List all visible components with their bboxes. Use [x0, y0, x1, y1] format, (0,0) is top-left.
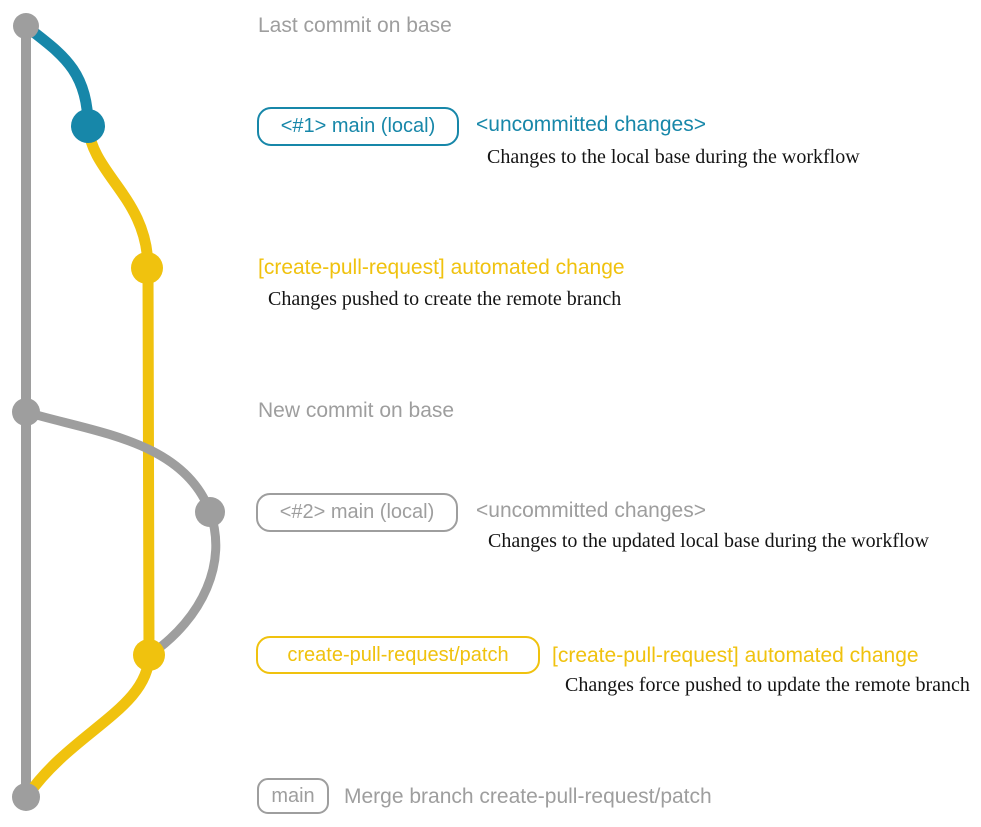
branch-tag-local-main-1: <#1> main (local)	[257, 107, 459, 146]
branch-tag-label: <#1> main (local)	[280, 115, 436, 137]
branch-tag-local-main-2: <#2> main (local)	[256, 493, 458, 532]
caption-updated-local-base-changes: Changes to the updated local base during…	[488, 530, 929, 552]
branch-tag-label: main	[271, 784, 315, 807]
commit-node-last-base	[13, 13, 39, 39]
commit-node-automated-1	[131, 252, 163, 284]
commit-node-new-base	[12, 398, 40, 426]
commit-message-automated-2: [create-pull-request] automated change	[552, 644, 919, 667]
caption-local-base-changes: Changes to the local base during the wor…	[487, 146, 860, 168]
uncommitted-changes-2: <uncommitted changes>	[476, 499, 706, 522]
branch-tag-main: main	[257, 778, 329, 814]
caption-force-pushed-update-branch: Changes force pushed to update the remot…	[565, 674, 970, 696]
branch-tag-label: <#2> main (local)	[279, 501, 435, 523]
new-commit-annotation: New commit on base	[258, 399, 455, 422]
commit-node-local-main-1	[71, 109, 105, 143]
local-main-2-curve	[21, 407, 215, 517]
commit-message-automated-1: [create-pull-request] automated change	[258, 256, 625, 279]
commit-node-automated-2	[133, 639, 165, 671]
create-pull-request-branch-line	[82, 120, 155, 661]
commit-node-local-main-2	[195, 497, 225, 527]
force-push-merge-curve	[146, 507, 221, 659]
commit-message-merge: Merge branch create-pull-request/patch	[344, 785, 712, 808]
uncommitted-changes-1: <uncommitted changes>	[476, 113, 706, 136]
last-commit-annotation: Last commit on base	[258, 14, 452, 37]
branch-tag-label: create-pull-request/patch	[287, 643, 509, 666]
merge-into-main-curve	[22, 649, 155, 801]
branch-tag-create-pull-request-patch: create-pull-request/patch	[256, 636, 540, 674]
caption-pushed-create-branch: Changes pushed to create the remote bran…	[268, 288, 622, 310]
commit-node-merge	[12, 783, 40, 811]
local-main-1-curve	[20, 20, 94, 132]
